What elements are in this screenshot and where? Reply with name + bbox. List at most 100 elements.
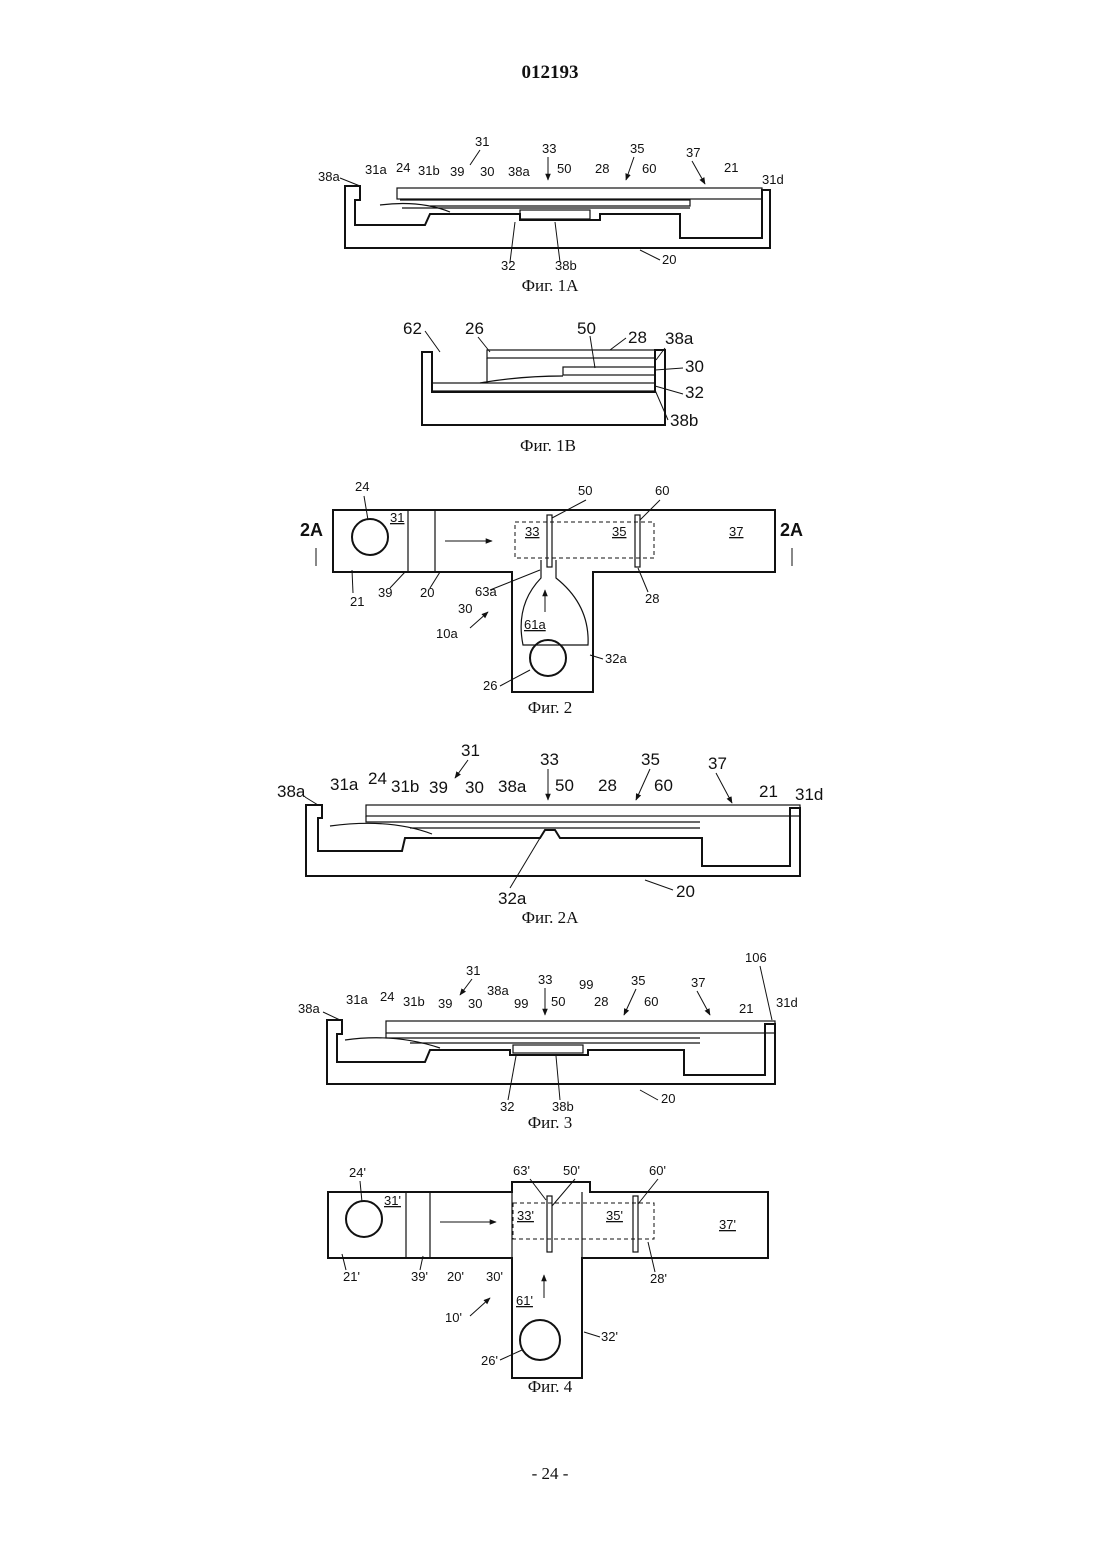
ref-label: 24	[396, 160, 410, 175]
ref-label: 61'	[516, 1293, 533, 1308]
ref-label: 38b	[670, 411, 698, 430]
ref-label: 24'	[349, 1165, 366, 1180]
ref-label: 33'	[517, 1208, 534, 1223]
figure-2: 24 31 50 60 33 35 37 2A 2A 21 39 20 30 6…	[0, 476, 1100, 722]
ref-label: 32a	[498, 889, 527, 908]
ref-label: 32'	[601, 1329, 618, 1344]
ref-label: 60	[644, 994, 658, 1009]
ref-label: 20	[661, 1091, 675, 1106]
ref-label: 31	[466, 963, 480, 978]
ref-label: 24	[355, 479, 369, 494]
ref-label: 37	[686, 145, 700, 160]
ref-label: 38a	[508, 164, 530, 179]
ref-label: 31d	[762, 172, 784, 187]
figure-2a-caption: Фиг. 2A	[522, 908, 580, 927]
figure-3-caption: Фиг. 3	[528, 1113, 573, 1132]
figure-1a: 31 38a 31a 24 31b 39 30 38a 33 50 28 35 …	[0, 130, 1100, 300]
page-number: - 24 -	[0, 1464, 1100, 1484]
ref-label: 60	[642, 161, 656, 176]
ref-label: 21	[739, 1001, 753, 1016]
ref-label: 31	[461, 741, 480, 760]
figure-2-drawing	[316, 510, 792, 692]
ref-label: 31b	[391, 777, 419, 796]
ref-label: 30	[480, 164, 494, 179]
figure-1a-caption: Фиг. 1A	[522, 276, 580, 295]
ref-label: 21'	[343, 1269, 360, 1284]
ref-label: 106	[745, 950, 767, 965]
ref-label: 28	[628, 328, 647, 347]
ref-label: 24	[380, 989, 394, 1004]
ref-label: 50	[577, 319, 596, 338]
ref-label: 33	[540, 750, 559, 769]
figure-1b: 62 26 50 28 38a 30 32 38b Фиг. 1B	[0, 316, 1100, 460]
ref-label: 50	[578, 483, 592, 498]
ref-label: 20'	[447, 1269, 464, 1284]
figure-4-labels: 24' 31' 63' 50' 60' 33' 35' 37' 21' 39' …	[343, 1163, 736, 1368]
section-marker: 2A	[300, 520, 323, 540]
ref-label: 33	[525, 524, 539, 539]
ref-label: 32	[501, 258, 515, 273]
figure-4-drawing	[328, 1182, 768, 1378]
ref-label: 31	[390, 510, 404, 525]
figure-4-caption: Фиг. 4	[528, 1377, 573, 1396]
ref-label: 38a	[665, 329, 694, 348]
ref-label: 50	[557, 161, 571, 176]
ref-label: 32	[685, 383, 704, 402]
ref-label: 31a	[330, 775, 359, 794]
ref-label: 28	[645, 591, 659, 606]
figure-1b-caption: Фиг. 1B	[520, 436, 576, 455]
ref-label: 28'	[650, 1271, 667, 1286]
ref-label: 39	[429, 778, 448, 797]
ref-label: 39	[438, 996, 452, 1011]
ref-label: 38b	[555, 258, 577, 273]
ref-label: 21	[759, 782, 778, 801]
ref-label: 37'	[719, 1217, 736, 1232]
ref-label: 33	[542, 141, 556, 156]
ref-label: 50	[551, 994, 565, 1009]
ref-label: 33	[538, 972, 552, 987]
ref-label: 38a	[277, 782, 306, 801]
ref-label: 28	[594, 994, 608, 1009]
ref-label: 24	[368, 769, 387, 788]
ref-label: 30	[458, 601, 472, 616]
ref-label: 10a	[436, 626, 458, 641]
ref-label: 37	[708, 754, 727, 773]
ref-label: 31	[475, 134, 489, 149]
ref-label: 50'	[563, 1163, 580, 1178]
ref-label: 32	[500, 1099, 514, 1114]
ref-label: 39	[450, 164, 464, 179]
figure-3-labels: 31 33 35 37 106 38a 31a 24 31b 39 30 38a…	[298, 950, 798, 1114]
ref-label: 31d	[795, 785, 823, 804]
ref-label: 63'	[513, 1163, 530, 1178]
ref-label: 60'	[649, 1163, 666, 1178]
figure-1a-labels: 31 38a 31a 24 31b 39 30 38a 33 50 28 35 …	[318, 134, 784, 273]
figure-2-caption: Фиг. 2	[528, 698, 573, 717]
ref-label: 30	[468, 996, 482, 1011]
ref-label: 21	[724, 160, 738, 175]
ref-label: 30'	[486, 1269, 503, 1284]
figure-1b-labels: 62 26 50 28 38a 30 32 38b	[403, 319, 704, 430]
ref-label: 35	[630, 141, 644, 156]
ref-label: 26	[465, 319, 484, 338]
ref-label: 39'	[411, 1269, 428, 1284]
figure-3: 31 33 35 37 106 38a 31a 24 31b 39 30 38a…	[0, 950, 1100, 1136]
ref-label: 31b	[403, 994, 425, 1009]
section-marker: 2A	[780, 520, 803, 540]
ref-label: 31d	[776, 995, 798, 1010]
ref-label: 35'	[606, 1208, 623, 1223]
ref-label: 99	[579, 977, 593, 992]
ref-label: 20	[676, 882, 695, 901]
ref-label: 60	[654, 776, 673, 795]
ref-label: 38a	[298, 1001, 320, 1016]
ref-label: 30	[685, 357, 704, 376]
figure-4: 24' 31' 63' 50' 60' 33' 35' 37' 21' 39' …	[0, 1150, 1100, 1400]
ref-label: 37	[691, 975, 705, 990]
ref-label: 26	[483, 678, 497, 693]
figure-2a-drawing	[306, 805, 800, 876]
ref-label: 28	[598, 776, 617, 795]
figure-2a: 31 33 35 37 38a 31a 24 31b 39 30 38a 50 …	[0, 736, 1100, 932]
figure-1b-drawing	[422, 350, 665, 425]
figure-3-drawing	[327, 1020, 775, 1084]
ref-label: 35	[631, 973, 645, 988]
ref-label: 38a	[318, 169, 340, 184]
